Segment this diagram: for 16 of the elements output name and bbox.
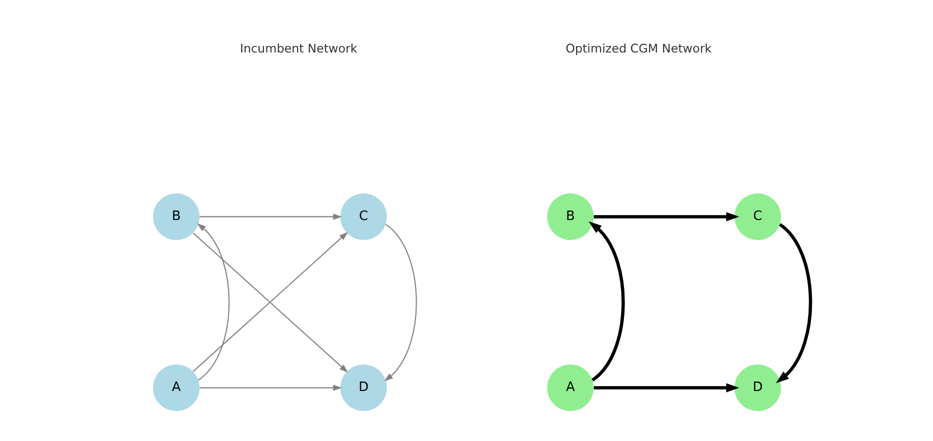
arrow [384, 224, 416, 382]
label: Optimized CGM Network [565, 41, 712, 56]
arrow [199, 214, 342, 220]
arrow [593, 383, 739, 392]
arrow [775, 223, 812, 384]
node-circle: A [152, 364, 200, 412]
node-circle: B [152, 193, 200, 240]
arrow [588, 221, 624, 382]
arrow [199, 384, 342, 391]
arrow [196, 223, 230, 381]
arrow [593, 212, 739, 222]
node-circle: C [734, 193, 780, 240]
node-circle: D [734, 364, 780, 412]
node-circle: A [546, 364, 594, 412]
node-circle: B [546, 193, 594, 240]
label: Incumbent Network [239, 41, 357, 56]
